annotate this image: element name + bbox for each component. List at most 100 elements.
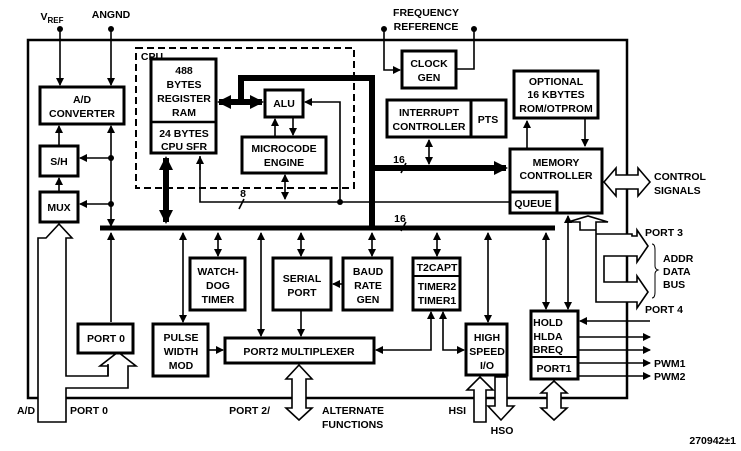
svg-text:FUNCTIONS: FUNCTIONS xyxy=(322,419,383,431)
svg-text:A/D: A/D xyxy=(17,405,36,417)
svg-text:488: 488 xyxy=(175,65,193,77)
svg-text:SIGNALS: SIGNALS xyxy=(654,185,701,197)
svg-text:CONTROL: CONTROL xyxy=(654,171,706,183)
svg-text:CONVERTER: CONVERTER xyxy=(49,108,115,120)
pulse-width-mod: PULSE WIDTH MOD xyxy=(151,322,210,378)
internal-bus-width: 16 xyxy=(394,213,406,225)
svg-text:REGISTER: REGISTER xyxy=(157,93,211,105)
svg-text:TIMER: TIMER xyxy=(202,294,235,306)
svg-text:A/D: A/D xyxy=(73,94,92,106)
interrupt-controller: INTERRUPT CONTROLLER PTS xyxy=(385,98,508,139)
svg-text:ANGND: ANGND xyxy=(92,9,131,21)
svg-text:PTS: PTS xyxy=(478,114,498,126)
addr-data-bus xyxy=(567,215,649,311)
svg-text:MICROCODE: MICROCODE xyxy=(251,143,316,155)
svg-text:BUS: BUS xyxy=(663,279,685,291)
microcode-engine: MICROCODE ENGINE xyxy=(240,135,328,175)
optional-rom: OPTIONAL 16 KBYTES ROM/OTPROM xyxy=(512,69,600,120)
chip-outline xyxy=(26,38,629,400)
svg-text:TIMER2: TIMER2 xyxy=(418,281,457,293)
alu: ALU xyxy=(263,88,305,119)
svg-text:BAUD: BAUD xyxy=(353,266,384,278)
svg-text:BYTES: BYTES xyxy=(166,79,201,91)
port0-block: PORT 0 xyxy=(76,322,135,355)
memory-controller: MEMORY CONTROLLER QUEUE xyxy=(508,147,604,215)
svg-text:RAM: RAM xyxy=(172,107,196,119)
ad-converter: A/D CONVERTER xyxy=(38,85,126,126)
svg-text:DOG: DOG xyxy=(206,280,230,292)
svg-text:PORT 0: PORT 0 xyxy=(87,333,125,345)
svg-text:WATCH-: WATCH- xyxy=(197,266,239,278)
port2-multiplexer: PORT2 MULTIPLEXER xyxy=(223,336,376,365)
svg-text:PWM1: PWM1 xyxy=(654,358,686,370)
hso-arrow xyxy=(486,376,516,422)
sfr-bus-width: 8 xyxy=(240,188,246,200)
sample-hold: S/H xyxy=(38,144,80,178)
figure-id: 270942±1 xyxy=(689,435,736,447)
svg-text:PORT: PORT xyxy=(287,287,317,299)
svg-text:INTERRUPT: INTERRUPT xyxy=(399,107,460,119)
svg-text:PORT 0: PORT 0 xyxy=(70,405,108,417)
svg-text:WIDTH: WIDTH xyxy=(164,346,198,358)
svg-text:DATA: DATA xyxy=(663,266,691,278)
svg-text:HIGH: HIGH xyxy=(474,332,500,344)
svg-text:TIMER1: TIMER1 xyxy=(418,295,457,307)
high-speed-io: HIGH SPEED I/O xyxy=(464,322,509,377)
port1-wide-bus xyxy=(538,379,570,422)
cpu-boundary xyxy=(135,47,355,189)
svg-text:MUX: MUX xyxy=(47,202,70,214)
svg-text:S/H: S/H xyxy=(50,156,68,168)
svg-text:SERIAL: SERIAL xyxy=(283,273,322,285)
svg-text:ADDR: ADDR xyxy=(663,253,694,265)
svg-text:PORT 3: PORT 3 xyxy=(645,227,683,239)
svg-text:PORT 2/: PORT 2/ xyxy=(229,405,270,417)
svg-text:I/O: I/O xyxy=(480,360,494,372)
svg-text:REFERENCE: REFERENCE xyxy=(394,21,459,33)
svg-text:GEN: GEN xyxy=(357,294,380,306)
svg-text:HOLD: HOLD xyxy=(533,317,563,329)
svg-text:CONTROLLER: CONTROLLER xyxy=(520,170,593,182)
svg-text:GEN: GEN xyxy=(418,72,441,84)
svg-text:ENGINE: ENGINE xyxy=(264,157,304,169)
mux: MUX xyxy=(38,190,80,224)
svg-text:16 KBYTES: 16 KBYTES xyxy=(527,89,584,101)
frequency-reference-pin: FREQUENCY REFERENCE xyxy=(381,7,477,74)
svg-text:PORT 4: PORT 4 xyxy=(645,304,683,316)
clock-gen: CLOCK GEN xyxy=(400,49,458,90)
svg-text:PULSE: PULSE xyxy=(163,332,198,344)
svg-text:PORT2 MULTIPLEXER: PORT2 MULTIPLEXER xyxy=(243,346,355,358)
register-ram: 488 BYTES REGISTER RAM 24 BYTES CPU SFR xyxy=(149,57,218,155)
svg-text:ALTERNATE: ALTERNATE xyxy=(322,405,384,417)
svg-text:MOD: MOD xyxy=(169,360,194,372)
svg-text:T2CAPT: T2CAPT xyxy=(417,262,458,274)
port2-wide-bus xyxy=(283,363,315,422)
vref-pin: VREF xyxy=(40,11,64,86)
svg-text:ALU: ALU xyxy=(273,98,295,110)
svg-text:FREQUENCY: FREQUENCY xyxy=(393,7,459,19)
svg-text:VREF: VREF xyxy=(40,11,63,25)
angnd-pin: ANGND xyxy=(92,9,131,86)
serial-port: SERIAL PORT xyxy=(271,256,333,312)
svg-text:ROM/OTPROM: ROM/OTPROM xyxy=(519,103,593,115)
control-signals-arrow xyxy=(602,165,652,199)
hsi-arrow xyxy=(465,375,495,423)
svg-text:CONTROLLER: CONTROLLER xyxy=(393,121,466,133)
svg-text:RATE: RATE xyxy=(354,280,382,292)
svg-text:HSI: HSI xyxy=(448,405,466,417)
svg-text:CPU SFR: CPU SFR xyxy=(161,141,208,153)
svg-text:24 BYTES: 24 BYTES xyxy=(159,128,209,140)
memory-bus-width: 16 xyxy=(393,154,405,166)
svg-text:HSO: HSO xyxy=(491,425,514,437)
timers: T2CAPT TIMER2 TIMER1 xyxy=(411,256,462,312)
baud-rate-gen: BAUD RATE GEN xyxy=(341,256,394,312)
hold-port1: HOLD HLDA BREQ PORT1 xyxy=(529,309,580,381)
svg-text:QUEUE: QUEUE xyxy=(514,198,551,210)
svg-text:BREQ: BREQ xyxy=(533,344,563,356)
watchdog-timer: WATCH- DOG TIMER xyxy=(188,256,247,312)
svg-text:SPEED: SPEED xyxy=(469,346,505,358)
svg-text:HLDA: HLDA xyxy=(533,331,563,343)
svg-text:PORT1: PORT1 xyxy=(536,363,571,375)
svg-text:CLOCK: CLOCK xyxy=(410,58,448,70)
svg-text:MEMORY: MEMORY xyxy=(533,157,580,169)
